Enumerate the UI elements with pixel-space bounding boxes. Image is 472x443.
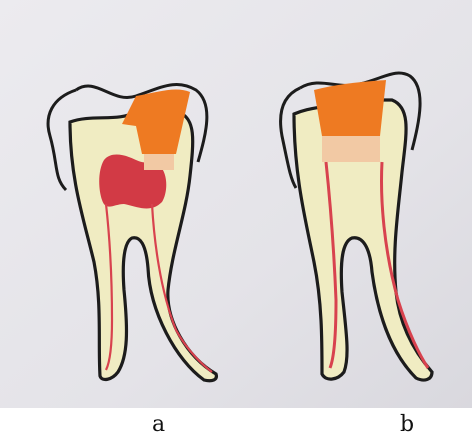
tooth-b-restoration (314, 80, 386, 136)
panel-label-a: a (152, 414, 165, 436)
tooth-a-liner (144, 154, 174, 170)
tooth-b-liner (322, 136, 380, 162)
panel-label-b: b (400, 414, 414, 436)
